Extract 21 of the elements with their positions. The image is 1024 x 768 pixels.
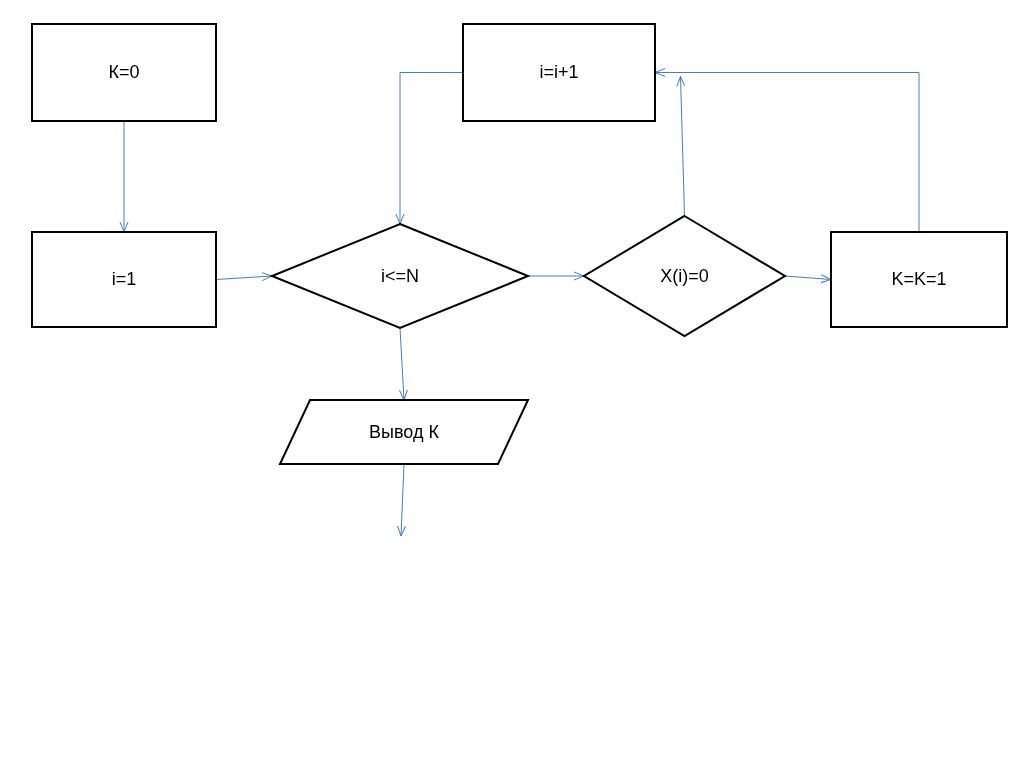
process-box [32,232,216,327]
arrow [676,76,686,217]
node-label: i=1 [111,269,137,290]
node-label: X(i)=0 [660,265,709,287]
node-label: K=K=1 [891,269,947,290]
node-label: Вывод К [369,421,439,443]
arrow [119,120,129,233]
output-parallelogram [280,400,528,464]
arrow [395,72,464,225]
arrow [398,327,408,401]
node-label: i=i+1 [539,62,579,83]
decision-diamond [584,216,785,336]
process-box [463,24,655,121]
arrow [396,463,406,537]
process-box [32,24,216,121]
arrow [527,271,585,281]
process-box [831,232,1007,327]
decision-diamond [272,224,528,328]
node-label: i<=N [381,265,419,287]
node-label: К=0 [108,62,140,83]
arrow [784,274,832,284]
